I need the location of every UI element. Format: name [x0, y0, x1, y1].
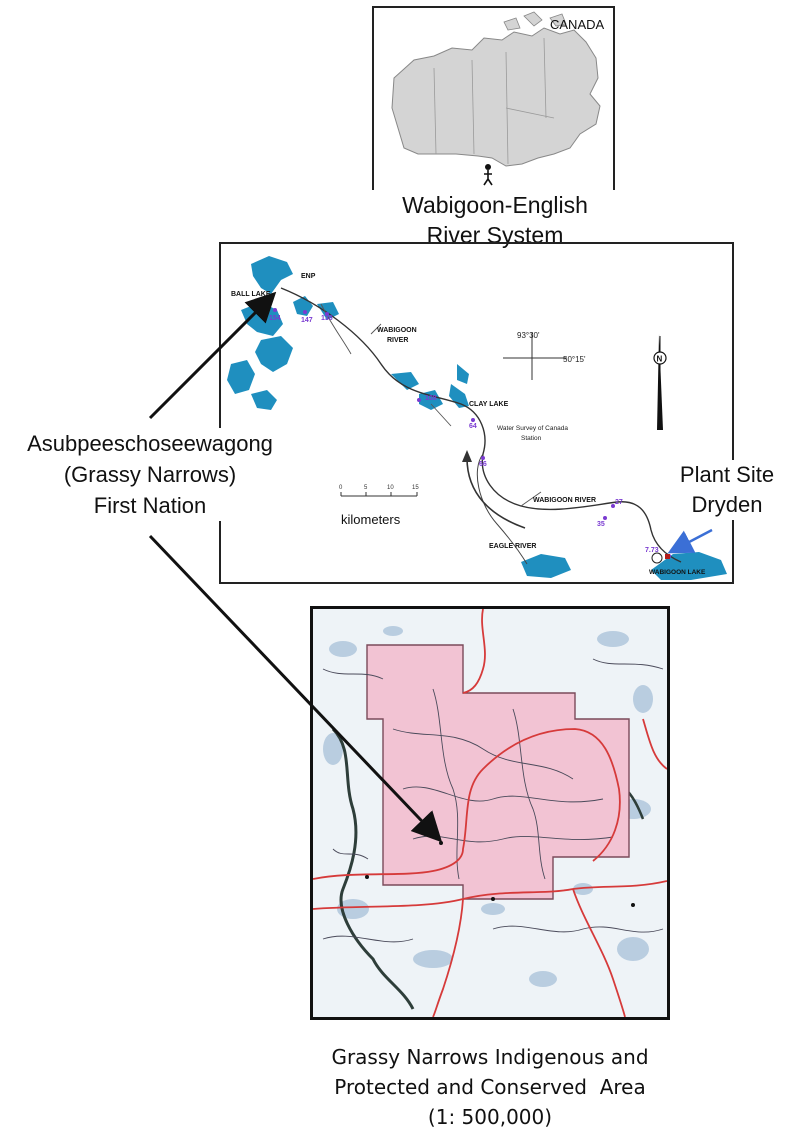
latitude-label: 50°15': [563, 355, 586, 364]
scale-tick-0: 0: [339, 485, 343, 491]
sample-point-35: 35: [597, 521, 605, 528]
north-arrow-icon: N: [653, 334, 667, 430]
station-label-1: Water Survey of Canada: [497, 425, 568, 432]
plant-site-marker: [651, 552, 670, 564]
sample-point-138: 138: [321, 315, 333, 322]
protected-area-map: [310, 606, 670, 1020]
protected-area-caption-line2: Protected and Conserved Area: [334, 1075, 646, 1099]
sample-point-147: 147: [301, 317, 313, 324]
scale-tick-15: 15: [412, 485, 419, 491]
sample-point-108: 108: [425, 395, 437, 402]
canada-label: CANADA: [550, 17, 605, 32]
wabigoon-lake-label: WABIGOON LAKE: [649, 569, 706, 576]
sample-point-27: 27: [615, 499, 623, 506]
canada-silhouette: CANADA: [391, 11, 605, 186]
wabigoon-river-upper-label-1: WABIGOON: [377, 327, 417, 334]
scale-bar: [340, 492, 418, 497]
protected-area-polygon: [366, 644, 630, 900]
enp-label: ENP: [301, 273, 316, 280]
sample-point-7-73: 7.73: [645, 547, 659, 554]
ball-lake-label: BALL LAKE: [231, 291, 271, 298]
first-nation-annotation: Asubpeeschoseewagong (Grassy Narrows) Fi…: [0, 428, 300, 521]
first-nation-line1: Asubpeeschoseewagong: [27, 431, 273, 456]
plant-site-line2: Dryden: [691, 492, 763, 517]
sample-point-64: 64: [469, 423, 477, 430]
scale-unit-label: kilometers: [341, 512, 401, 527]
protected-area-caption-line1: Grassy Narrows Indigenous and: [331, 1045, 649, 1069]
first-nation-line2: (Grassy Narrows): [63, 462, 237, 487]
wabigoon-river-channel: [280, 287, 682, 563]
scale-tick-5: 5: [364, 485, 368, 491]
longitude-label: 93°30': [517, 331, 540, 340]
protected-area-caption: Grassy Narrows Indigenous and Protected …: [280, 1042, 700, 1132]
flow-direction-arrow: [466, 457, 526, 529]
clay-lake-label: CLAY LAKE: [469, 401, 509, 408]
plant-site-line1: Plant Site: [679, 462, 775, 487]
wabigoon-river-lower-label: WABIGOON RIVER: [533, 497, 596, 504]
eagle-river-label: EAGLE RIVER: [489, 543, 536, 550]
protected-area-caption-line3: (1: 500,000): [427, 1105, 553, 1129]
wabigoon-river-upper-label-2: RIVER: [387, 337, 408, 344]
map-point-markers: [365, 841, 635, 907]
north-label: N: [657, 355, 663, 364]
station-label-2: Station: [521, 435, 542, 442]
canada-inset-map: CANADA: [372, 6, 615, 206]
river-system-title-line1: Wabigoon-English: [402, 192, 588, 218]
river-system-map: 93°30' 50°15' N BALL LAKE ENP WABIGOON R…: [219, 242, 734, 584]
sample-point-66: 66: [479, 461, 487, 468]
scale-tick-10: 10: [387, 485, 394, 491]
site-person-icon: [483, 164, 493, 186]
coordinate-crosshair: [503, 332, 567, 380]
sample-point-154: 154: [269, 315, 281, 322]
river-system-title: Wabigoon-English River System: [345, 190, 645, 250]
plant-site-annotation: Plant Site Dryden: [662, 460, 792, 520]
road-network: [313, 609, 667, 1017]
first-nation-line3: First Nation: [93, 493, 207, 518]
sample-point-markers: [273, 308, 671, 558]
